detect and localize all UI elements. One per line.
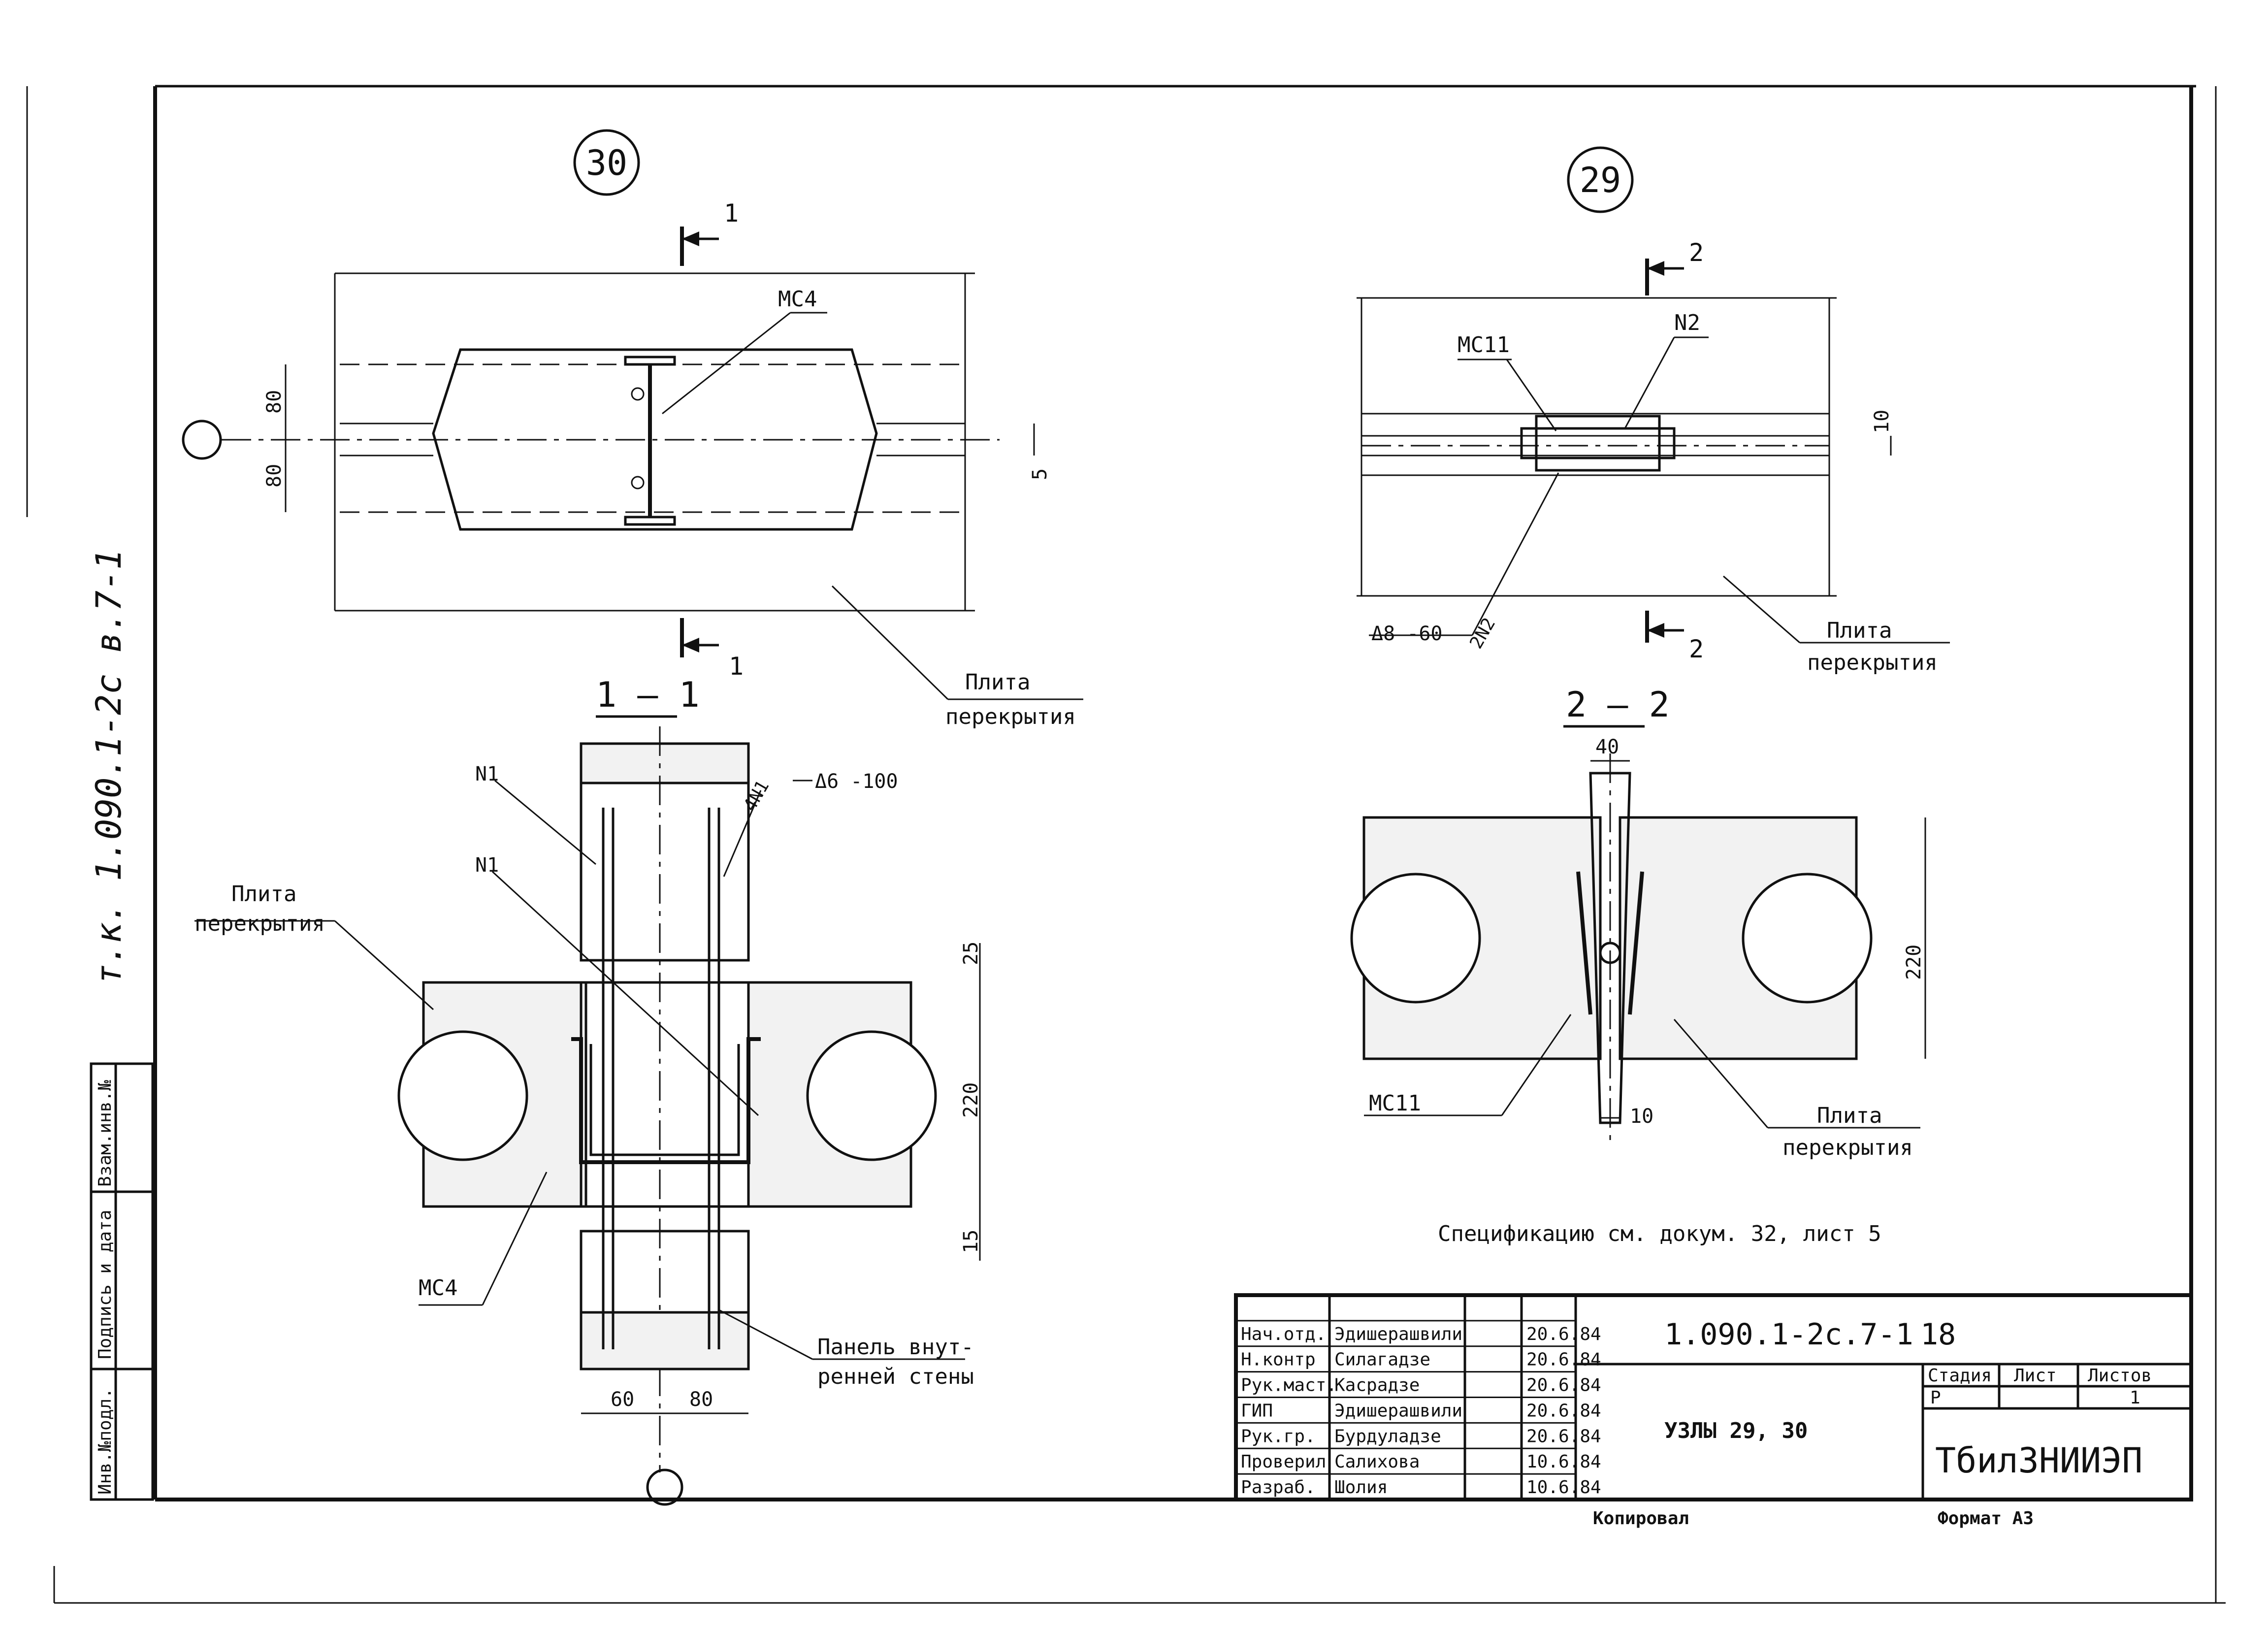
detail-marker-29-label: 29 [1580, 160, 1621, 200]
dim-5: 5 [1029, 468, 1051, 480]
dim-80-top: 80 [263, 390, 286, 414]
label-mc4-section: МС4 [419, 1275, 457, 1301]
label-slab-29-line2: перекрытия [1807, 650, 1938, 675]
label-n2: N2 [1674, 310, 1700, 335]
stage-value: Р [1930, 1388, 1941, 1408]
title-block-date: 20.6.84 [1526, 1324, 1601, 1344]
organization: ТбилЗНИИЭП [1935, 1440, 2142, 1481]
dim-40: 40 [1595, 736, 1619, 758]
stamp-inv-no: Инв.№подл. [95, 1388, 115, 1495]
title-block-date: 10.6.84 [1526, 1452, 1601, 1472]
sheet-header: Лист [2014, 1366, 2057, 1386]
dim-10-2-2: 10 [1630, 1105, 1653, 1128]
title-block-date: 20.6.84 [1526, 1426, 1601, 1446]
title-block-name: Силагадзе [1334, 1350, 1430, 1370]
section-2-2-title: 2 – 2 [1566, 685, 1670, 725]
label-slab-29-line1: Плита [1827, 618, 1892, 643]
title-block-date: 20.6.84 [1526, 1401, 1601, 1421]
label-mc11-section: МС11 [1369, 1091, 1421, 1116]
section-1-mark-bottom: 1 [729, 652, 744, 681]
title-block-role: Н.контр [1241, 1350, 1316, 1370]
dim-15: 15 [960, 1230, 982, 1253]
title-block-name: Бурдуладзе [1334, 1426, 1441, 1446]
label-panel-line1: Панель внут- [817, 1335, 974, 1360]
detail-marker-30-label: 30 [586, 143, 627, 183]
stamp-sign-date: Подпись и дата [95, 1210, 115, 1359]
label-n1-b: N1 [475, 854, 499, 877]
format: Формат А3 [1938, 1508, 2034, 1529]
dim-80: 80 [689, 1388, 713, 1411]
title-block-date: 10.6.84 [1526, 1477, 1601, 1498]
dim-10-plan: 10 [1871, 410, 1893, 433]
label-n1-a: N1 [475, 763, 499, 785]
section-2-2: 2 – 2 40 220 10 МС11 Плита перекрытия [1350, 685, 1926, 1160]
section-1-1-title: 1 – 1 [596, 675, 700, 715]
dim-220: 220 [960, 1082, 982, 1118]
weld-note-29: Δ8 -60 [1371, 622, 1443, 645]
section-1-1: 1 – 1 N1 N1 4N1 Δ6 -100 Пл [194, 675, 982, 1506]
label-2n2: 2N2 [1466, 615, 1499, 652]
label-mc4-plan: МС4 [778, 287, 817, 312]
sheet-frame [26, 85, 2226, 1604]
title-block-role: Рук.гр. [1241, 1426, 1316, 1446]
title-block-name: Салихова [1334, 1452, 1420, 1472]
left-stamp: Инв.№подл. Подпись и дата Взам.инв.№ [90, 1062, 154, 1501]
label-panel-line2: ренней стены [817, 1364, 974, 1389]
sheets-value: 1 [2130, 1388, 2140, 1408]
drawing-title: УЗЛЫ 29, 30 [1664, 1418, 1808, 1443]
title-block-role: Проверил [1241, 1452, 1326, 1472]
dim-25: 25 [960, 942, 982, 965]
section-2-mark-bottom: 2 [1689, 635, 1704, 663]
weld-note-1-1: Δ6 -100 [815, 770, 898, 793]
detail-30-plan: 30 1 1 МС4 80 80 [182, 129, 1083, 729]
section-1-mark-top: 1 [724, 199, 739, 228]
spec-note: Спецификацию см. докум. 32, лист 5 [1438, 1221, 1881, 1246]
label-slab-1-1-line1: Плита [231, 881, 296, 907]
dim-60: 60 [611, 1388, 634, 1411]
title-block-name: Касрадзе [1334, 1375, 1420, 1396]
label-slab-1-1-line2: перекрытия [194, 911, 325, 936]
dim-80-bottom: 80 [263, 464, 286, 488]
label-slab-2-2-line1: Плита [1817, 1103, 1882, 1128]
sheet-number: 18 [1920, 1317, 1956, 1352]
title-block-role: ГИП [1241, 1401, 1273, 1421]
label-slab-30-line2: перекрытия [945, 704, 1076, 729]
detail-29-plan: 29 2 2 МС11 N2 Δ8 -60 2N2 10 [1357, 146, 1950, 675]
stage-header: Стадия [1928, 1366, 1992, 1386]
title-block-date: 20.6.84 [1526, 1350, 1601, 1370]
detail-marker-30 [573, 129, 640, 196]
title-block-name: Эдишерашвили [1334, 1401, 1462, 1421]
label-mc11-plan: МС11 [1458, 332, 1510, 358]
title-block-role: Разраб. [1241, 1477, 1316, 1498]
side-note: т.к. 1.090.1-2с в.7-1 [89, 549, 129, 985]
stamp-replace-inv: Взам.инв.№ [95, 1080, 115, 1187]
title-block-role: Рук.маст. [1241, 1375, 1337, 1396]
copied-by: Копировал [1593, 1508, 1689, 1529]
title-block-role: Нач.отд. [1241, 1324, 1326, 1344]
doc-number: 1.090.1-2с.7-1 [1664, 1317, 1913, 1352]
title-block-name: Шолия [1334, 1477, 1388, 1498]
label-slab-2-2-line2: перекрытия [1782, 1135, 1913, 1160]
label-slab-30-line1: Плита [965, 670, 1030, 695]
sheets-header: Листов [2088, 1366, 2152, 1386]
detail-marker-29 [1567, 146, 1634, 213]
title-block-name: Эдишерашвили [1334, 1324, 1462, 1344]
title-block-date: 20.6.84 [1526, 1375, 1601, 1396]
section-2-mark-top: 2 [1689, 238, 1704, 267]
dim-220-2-2: 220 [1903, 945, 1925, 980]
